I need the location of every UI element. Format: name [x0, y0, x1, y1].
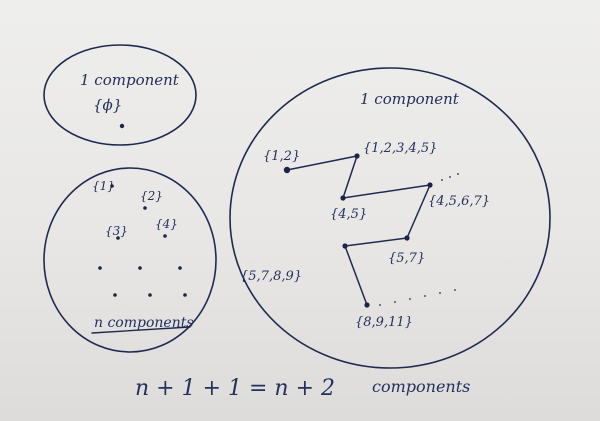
node-dots: [283, 153, 433, 308]
label-right-component: 1 component: [360, 90, 460, 108]
label-set-5-7-8-9: {5,7,8,9}: [240, 269, 302, 284]
circle-merged-sets: [229, 67, 551, 369]
equation-label: components: [372, 377, 470, 396]
label-set-5-7: {5,7}: [388, 251, 425, 266]
label-set-8-9-11: {8,9,11}: [355, 315, 413, 330]
dot-empty-set: [119, 123, 125, 129]
dotted-continuations: [379, 173, 459, 306]
label-set-1-2-3-4-5: {1,2,3,4,5}: [363, 141, 437, 156]
dots-singletons: [98, 184, 187, 297]
underline-n-components: [91, 326, 191, 334]
label-set-4-5-6-7: {4,5,6,7}: [428, 194, 490, 209]
circle-empty-set: [43, 44, 197, 146]
label-set-4-5: {4,5}: [330, 207, 367, 222]
circle-singletons: [43, 167, 217, 353]
label-set-1-2: {1,2}: [263, 149, 300, 164]
label-set-4: {4}: [155, 217, 178, 231]
label-empty-set: {ϕ}: [93, 96, 122, 114]
equation-formula: n + 1 + 1 = n + 2: [135, 376, 335, 401]
label-set-3: {3}: [105, 224, 128, 238]
label-set-2: {2}: [140, 189, 163, 203]
label-n-components: n components: [94, 315, 194, 331]
label-left-top-component: 1 component: [80, 71, 180, 89]
connection-path: [286, 155, 431, 306]
label-set-1: {1}: [92, 179, 115, 193]
